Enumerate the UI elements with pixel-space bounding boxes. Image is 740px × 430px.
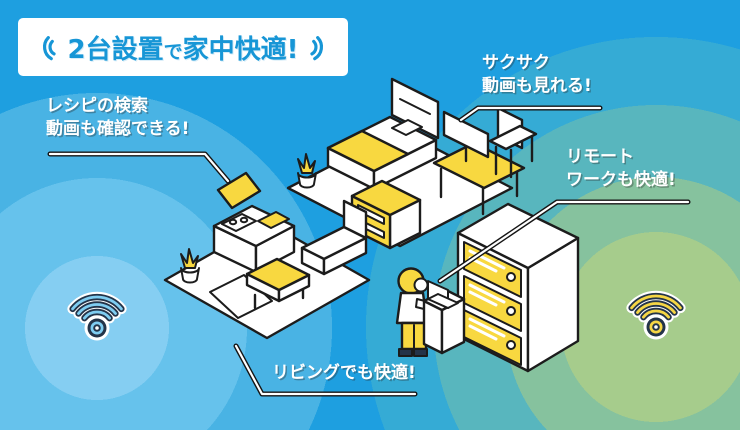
callout-living: リビングでも快適! bbox=[272, 362, 416, 385]
title-part-2: で bbox=[163, 40, 183, 63]
desktop-monitor bbox=[442, 110, 490, 163]
bed bbox=[326, 77, 440, 191]
wifi-signal-icon-right bbox=[632, 296, 681, 340]
callout-video: サクサク 動画も見れる! bbox=[482, 52, 592, 98]
living-room-illustration bbox=[163, 171, 371, 340]
page-title: 2台設置で家中快適! bbox=[68, 29, 299, 66]
rug bbox=[209, 274, 273, 319]
plant-icon bbox=[180, 248, 200, 284]
leader-line-recipe bbox=[47, 151, 231, 184]
leader-line-video bbox=[458, 105, 603, 123]
title-banner: 2台設置で家中快適! bbox=[18, 18, 348, 76]
leader-line-living bbox=[233, 343, 418, 397]
title-part-1: 2台設置 bbox=[67, 34, 164, 65]
callout-recipe-line2: 動画も確認できる! bbox=[46, 118, 190, 139]
callout-remote-line1: リモート bbox=[566, 147, 634, 167]
callout-recipe: レシピの検索 動画も確認できる! bbox=[46, 95, 189, 141]
workspace-illustration bbox=[395, 202, 580, 373]
laptop bbox=[427, 280, 459, 309]
drawer-cabinet bbox=[456, 202, 580, 373]
signal-waves-right-icon bbox=[310, 36, 324, 61]
callout-video-line2: 動画も見れる! bbox=[482, 75, 592, 96]
chair bbox=[488, 106, 538, 179]
callout-recipe-line1: レシピの検索 bbox=[46, 96, 148, 116]
coffee-table bbox=[245, 257, 311, 310]
kitchen-counter bbox=[212, 204, 296, 274]
title-part-3: 家中快適! bbox=[182, 34, 299, 65]
callout-remote: リモート ワークも快適! bbox=[566, 146, 676, 192]
callout-living-line1: リビングでも快適! bbox=[272, 363, 416, 383]
tablet bbox=[216, 171, 262, 210]
signal-waves-left-icon bbox=[42, 36, 56, 61]
shelf bbox=[350, 179, 422, 250]
plant-icon bbox=[297, 153, 317, 189]
wifi-signal-icon-left bbox=[73, 297, 122, 341]
sofa bbox=[300, 199, 368, 276]
callout-remote-line2: ワークも快適! bbox=[566, 169, 676, 190]
leader-line-remote bbox=[437, 199, 691, 284]
desk bbox=[432, 141, 526, 216]
callout-video-line1: サクサク bbox=[482, 53, 550, 73]
